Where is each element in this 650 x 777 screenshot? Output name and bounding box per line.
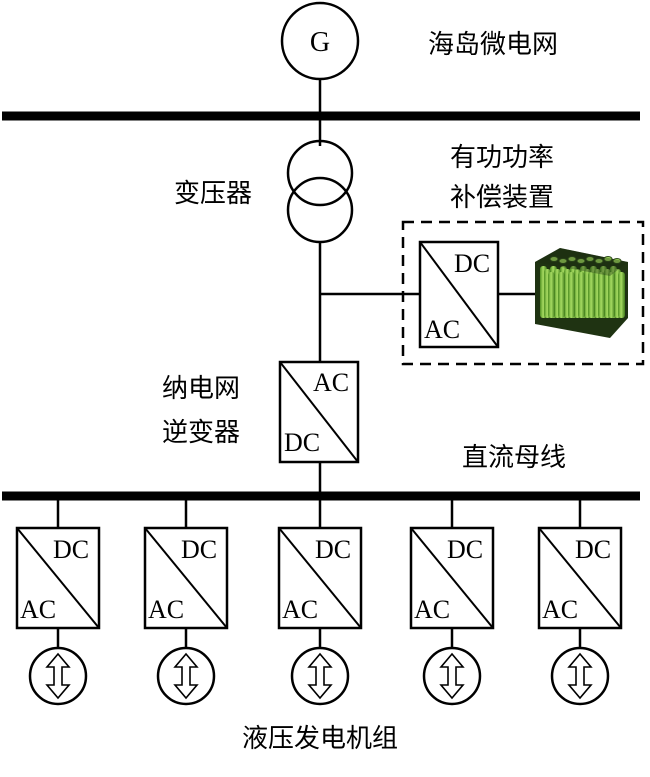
generator-unit: DC AC [15, 496, 101, 706]
battery-cell-top [549, 256, 559, 262]
generator-label: G [310, 27, 330, 58]
compensation-converter-top: DC [454, 249, 490, 278]
battery-cell [568, 272, 575, 318]
grid-inverter-bottom: DC [284, 428, 320, 457]
microgrid-label: 海岛微电网 [428, 30, 558, 60]
unit-converter-top: DC [53, 535, 89, 564]
unit-converter-diagonal [278, 527, 362, 629]
unit-converter-bottom: AC [542, 595, 578, 624]
inverter-label-line2: 逆变器 [162, 418, 240, 448]
battery-cell-top [558, 258, 568, 264]
compensation-device-border [401, 220, 645, 366]
unit-converter-diagonal [144, 527, 228, 629]
battery-cell [598, 272, 605, 318]
battery-cell-top [612, 258, 622, 264]
grid-inverter-top: AC [313, 368, 349, 397]
battery-cell [618, 272, 625, 318]
unit-converter-bottom: AC [148, 595, 184, 624]
generator-unit: DC AC [537, 496, 623, 706]
compensation-converter-diagonal [419, 241, 499, 348]
unit-converter-top: DC [181, 535, 217, 564]
unit-converter-bottom: AC [20, 595, 56, 624]
transformer-coil-top [286, 139, 354, 207]
battery-cell [578, 272, 585, 318]
unit-converter-top: DC [315, 535, 351, 564]
battery-cell-top [585, 256, 595, 262]
battery-cell [548, 272, 555, 318]
battery-cell-top [603, 256, 613, 262]
hydraulic-double-arrow-icon [550, 646, 610, 706]
battery-cell [608, 272, 615, 318]
unit-converter-top: DC [575, 535, 611, 564]
unit-converter-diagonal [410, 527, 494, 629]
transformer-label: 变压器 [174, 179, 252, 209]
hydraulic-double-arrow-icon [28, 646, 88, 706]
battery-cell-top [594, 258, 604, 264]
transformer-coil-bottom [286, 176, 354, 244]
dc-bus-label: 直流母线 [462, 443, 566, 473]
compensation-label-line2: 补偿装置 [450, 183, 554, 213]
unit-converter-diagonal [538, 527, 622, 629]
generator-group-label: 液压发电机组 [242, 724, 398, 754]
unit-converter-diagonal [16, 527, 100, 629]
unit-converter-bottom: AC [282, 595, 318, 624]
grid-inverter-diagonal [279, 361, 359, 463]
hydraulic-double-arrow-icon [290, 646, 350, 706]
hydraulic-double-arrow-icon [156, 646, 216, 706]
battery-cell-top [576, 258, 586, 264]
unit-converter-bottom: AC [414, 595, 450, 624]
unit-converter-top: DC [447, 535, 483, 564]
inverter-label-line1: 纳电网 [162, 374, 240, 404]
generator-unit: DC AC [409, 496, 495, 706]
battery-cell [558, 272, 565, 318]
battery-cell [588, 272, 595, 318]
generator-unit: DC AC [277, 496, 363, 706]
battery-pack-icon [535, 248, 628, 338]
compensation-converter-bottom: AC [424, 315, 460, 344]
generator-unit: DC AC [143, 496, 229, 706]
battery-cell-top [567, 256, 577, 262]
hydraulic-double-arrow-icon [422, 646, 482, 706]
compensation-label-line1: 有功功率 [450, 143, 554, 173]
